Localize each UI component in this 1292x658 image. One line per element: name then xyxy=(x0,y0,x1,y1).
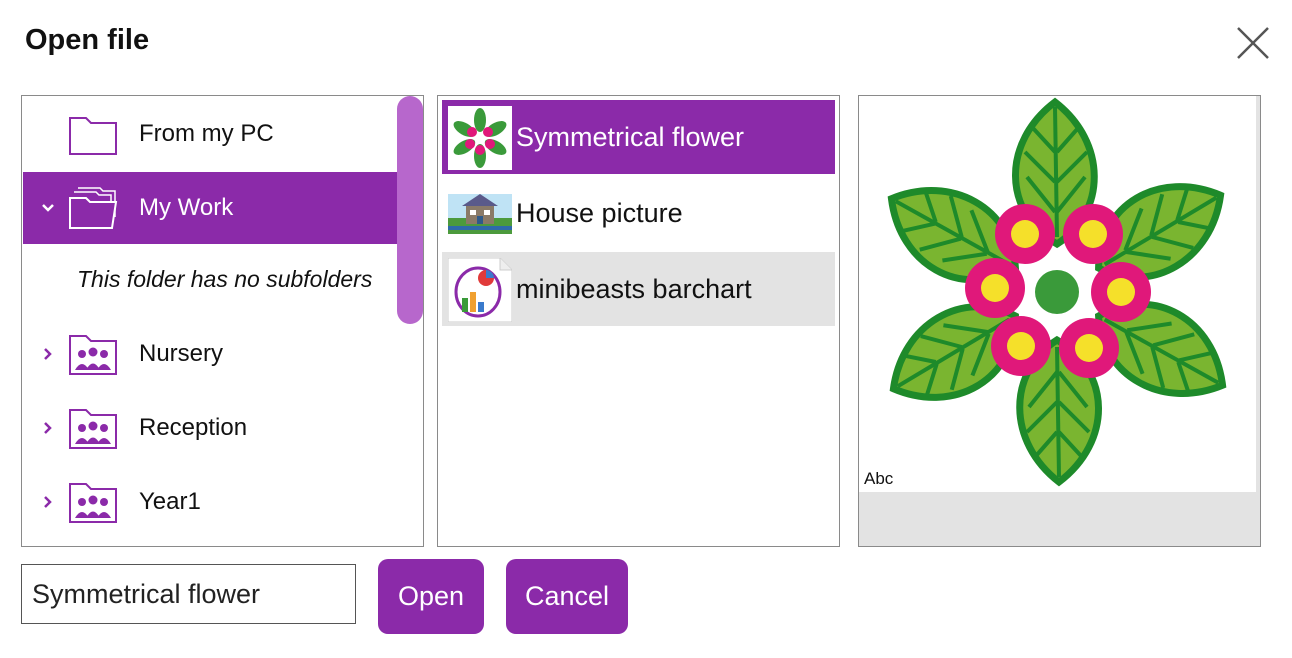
file-item-minibeasts-barchart[interactable]: minibeasts barchart xyxy=(442,252,835,326)
chevron-right-icon[interactable] xyxy=(39,493,57,511)
chevron-right-icon[interactable] xyxy=(39,345,57,363)
file-label: minibeasts barchart xyxy=(516,273,752,304)
folder-label: From my PC xyxy=(139,120,274,147)
dialog-title: Open file xyxy=(25,24,150,56)
file-item-house-picture[interactable]: House picture xyxy=(442,176,835,250)
flower-preview-image xyxy=(859,97,1256,492)
chevron-down-icon[interactable] xyxy=(39,199,57,217)
open-button[interactable]: Open xyxy=(378,559,484,634)
preview-canvas: Abc xyxy=(859,96,1256,492)
class-folder-icon xyxy=(69,409,117,449)
filename-input[interactable] xyxy=(21,564,356,624)
folder-icon xyxy=(69,117,117,155)
flower-thumbnail-icon xyxy=(448,106,512,170)
folder-label: My Work xyxy=(139,194,234,221)
house-thumbnail-icon xyxy=(448,194,512,234)
folder-item-nursery[interactable]: Nursery xyxy=(23,318,397,390)
close-icon[interactable] xyxy=(1234,24,1272,62)
class-folder-icon xyxy=(69,483,117,523)
cancel-button[interactable]: Cancel xyxy=(506,559,628,634)
class-folder-icon xyxy=(69,335,117,375)
open-folder-icon xyxy=(69,187,118,229)
file-label: Symmetrical flower xyxy=(516,121,745,152)
preview-caption: Abc xyxy=(864,469,894,488)
file-list: Symmetrical flower House picture minibea… xyxy=(437,95,840,547)
file-label: House picture xyxy=(516,197,683,228)
file-item-symmetrical-flower[interactable]: Symmetrical flower xyxy=(442,100,835,174)
folder-item-from-my-pc[interactable]: From my PC xyxy=(23,98,397,170)
folder-scrollbar[interactable] xyxy=(397,96,423,324)
file-preview: Abc xyxy=(858,95,1261,547)
folder-label: Reception xyxy=(139,414,248,441)
folder-label: Nursery xyxy=(139,340,224,367)
folder-item-year1[interactable]: Year1 xyxy=(23,466,397,538)
chart-thumbnail-icon xyxy=(448,258,512,322)
folder-label: Year1 xyxy=(139,488,201,515)
empty-folder-note: This folder has no subfolders xyxy=(77,266,373,292)
folder-tree: From my PC My Work This folder has no su… xyxy=(21,95,424,547)
folder-item-reception[interactable]: Reception xyxy=(23,392,397,464)
chevron-right-icon[interactable] xyxy=(39,419,57,437)
folder-item-my-work[interactable]: My Work xyxy=(23,172,397,244)
